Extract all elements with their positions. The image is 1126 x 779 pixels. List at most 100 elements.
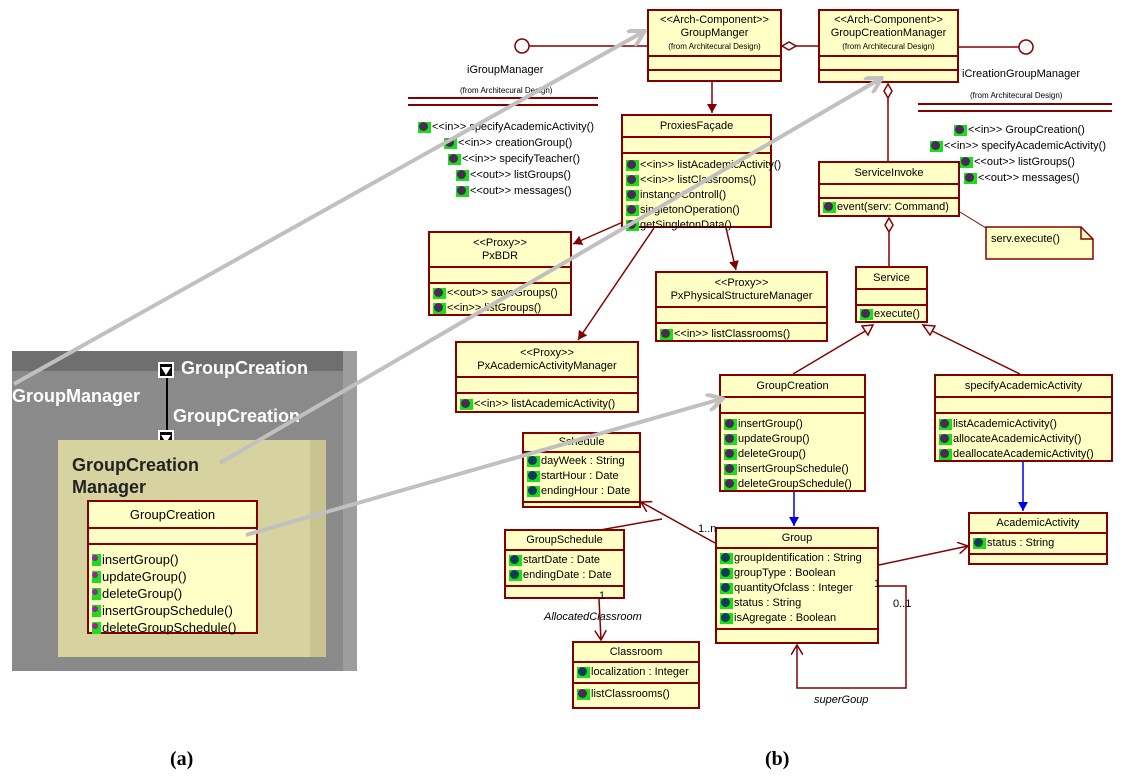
- attribute-icon: [720, 553, 733, 564]
- generalization-triangle: [860, 324, 875, 337]
- proxies-facade-class: ProxiesFaçade <<in>> listAcademicActivit…: [621, 114, 781, 231]
- attr-compartment: [89, 529, 256, 545]
- from-package: (from Architecural Design): [970, 91, 1063, 100]
- attribute-icon: [509, 570, 522, 581]
- group-creation-class: GroupCreation insertGroup() updateGroup(…: [719, 374, 866, 492]
- operation: <<out>> messages(): [930, 170, 1106, 186]
- op-compartment: [820, 71, 957, 81]
- op-compartment: event(serv: Command): [820, 199, 958, 217]
- operation: <<in>> listClassrooms(): [660, 327, 823, 342]
- operation: singletonOperation(): [626, 203, 767, 218]
- association-name: superGoup: [814, 694, 869, 706]
- operation: <<in>> specifyAcademicActivity(): [930, 138, 1106, 154]
- gcm-title-line1: GroupCreation: [72, 455, 200, 475]
- operation: <<out>> listGroups(): [930, 154, 1106, 170]
- note-anchor: [959, 211, 987, 229]
- attr-compartment: [623, 138, 770, 154]
- class-name: GroupManger: [680, 27, 749, 39]
- operation-icon: [92, 553, 101, 566]
- operation: <<in>> specifyAcademicActivity(): [418, 119, 594, 135]
- academic-activity-class: AcademicActivity status : String: [968, 512, 1108, 565]
- class-name: PxPhysicalStructureManager: [670, 290, 813, 302]
- interface-divider: [918, 103, 1112, 105]
- interface-ops: <<in>> specifyAcademicActivity() <<in>> …: [418, 119, 594, 199]
- stereotype: <<Arch-Component>>: [834, 14, 943, 26]
- interface-ops: <<in>> GroupCreation() <<in>> specifyAca…: [930, 122, 1106, 186]
- class-name: ServiceInvoke: [820, 163, 958, 185]
- from-package: (from Architecural Design): [460, 86, 553, 95]
- operation: <<in>> listAcademicActivity(): [626, 158, 781, 173]
- operation-icon: [660, 329, 673, 340]
- attr-compartment: [721, 398, 864, 414]
- operation-icon: [930, 140, 943, 152]
- operation: <<in>> listGroups(): [433, 301, 567, 316]
- operation-icon: [626, 205, 639, 216]
- operation-icon: [456, 185, 469, 197]
- aggregation-diamond: [884, 216, 894, 234]
- class-name: AcademicActivity: [970, 514, 1106, 534]
- op-compartment: <<in>> listAcademicActivity(): [457, 394, 637, 414]
- operation: <<in>> creationGroup(): [418, 135, 594, 151]
- attr-compartment: [457, 378, 637, 394]
- attr-compartment: [857, 290, 926, 306]
- stereotype: <<Proxy>>: [473, 237, 527, 249]
- class-name: GroupCreation: [89, 502, 256, 529]
- op-compartment: [717, 630, 877, 640]
- attr-compartment: localization : Integer: [574, 663, 698, 684]
- operation-icon: [92, 621, 101, 634]
- operation: getSingletonData(): [626, 218, 767, 233]
- operation-icon: [92, 604, 101, 617]
- multiplicity-label: 1: [599, 590, 606, 602]
- operation: <<in>> listClassrooms(): [626, 173, 767, 188]
- attribute: startDate : Date: [509, 553, 620, 568]
- schedule-class: Schedule dayWeek : String startHour : Da…: [522, 432, 641, 508]
- operation-icon: [456, 169, 469, 181]
- operation-icon: [626, 220, 639, 231]
- interface-divider: [408, 104, 598, 106]
- class-header: <<Arch-Component>> GroupCreationManager …: [820, 11, 957, 57]
- attr-compartment: startDate : Date endingDate : Date: [506, 551, 623, 587]
- multiplicity-label: 1..n: [698, 523, 717, 535]
- attr-compartment: status : String: [970, 534, 1106, 555]
- class-header: <<Proxy>> PxAcademicActivityManager: [457, 343, 637, 378]
- operation: deleteGroupSchedule(): [724, 477, 861, 492]
- operation-icon: [724, 449, 737, 460]
- operation: updateGroup(): [92, 568, 253, 585]
- attribute: isAgregate : Boolean: [720, 611, 874, 626]
- group-manager-component-side: [343, 351, 357, 671]
- generalization-line: [923, 326, 1021, 375]
- interface-divider: [918, 110, 1112, 112]
- attribute: status : String: [973, 536, 1103, 551]
- operation-icon: [724, 419, 737, 430]
- attribute-icon: [577, 667, 590, 678]
- service-class: Service execute(): [855, 266, 928, 323]
- group-manager-label: GroupManager: [12, 386, 141, 406]
- class-name: ProxiesFaçade: [623, 116, 770, 138]
- class-name: GroupCreation: [721, 376, 864, 398]
- attribute: dayWeek : String: [527, 454, 636, 469]
- from-package: (from Architecural Design): [842, 42, 935, 51]
- operation-icon: [444, 137, 457, 149]
- operation-icon: [724, 434, 737, 445]
- dependency-arrow: [577, 227, 655, 341]
- port-label-top: GroupCreation: [181, 358, 309, 378]
- operation-icon: [433, 288, 446, 299]
- attribute-icon: [720, 613, 733, 624]
- association-line: [878, 546, 968, 566]
- op-compartment: [524, 503, 639, 513]
- operation: deleteGroup(): [724, 447, 861, 462]
- operation: <<out>> saveGroups(): [433, 286, 567, 301]
- operation-icon: [626, 190, 639, 201]
- group-schedule-class: GroupSchedule startDate : Date endingDat…: [504, 529, 625, 599]
- operation: updateGroup(): [724, 432, 861, 447]
- operation: <<out>> messages(): [418, 183, 594, 199]
- operation: insertGroupSchedule(): [724, 462, 861, 477]
- op-compartment: insertGroup() updateGroup() deleteGroup(…: [721, 414, 864, 494]
- operation-icon: [960, 156, 973, 168]
- attr-compartment: [649, 57, 780, 71]
- group-class: Group groupIdentification : String group…: [715, 527, 879, 644]
- attribute-icon: [527, 471, 540, 482]
- operation-icon: [92, 587, 101, 600]
- stereotype: <<Arch-Component>>: [660, 14, 769, 26]
- class-header: <<Proxy>> PxBDR: [430, 233, 570, 268]
